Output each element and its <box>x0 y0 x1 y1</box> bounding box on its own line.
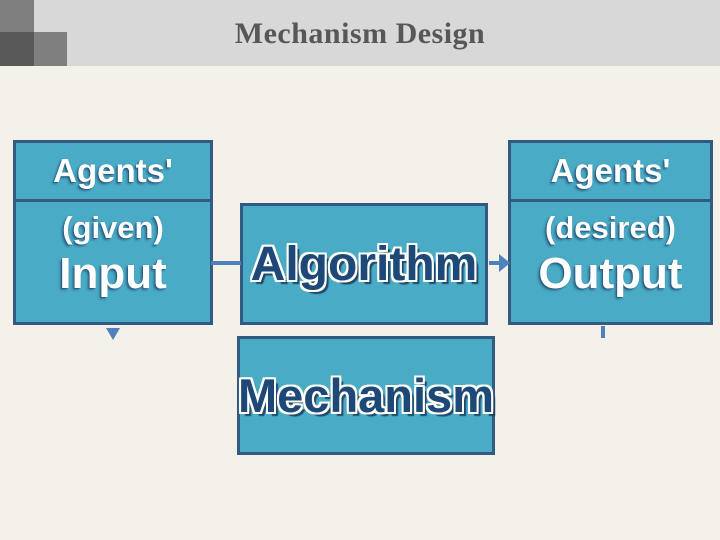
connector-algorithm-to-output <box>489 261 500 265</box>
algorithm-box-label: Algorithm <box>250 237 478 291</box>
arrow-right-icon <box>499 254 510 272</box>
input-box-header: Agents' <box>53 152 173 189</box>
input-box: Agents' (given) Input <box>13 140 213 325</box>
output-box-header: Agents' <box>550 152 671 189</box>
slide-title: Mechanism Design <box>234 17 486 50</box>
input-box-label: Input <box>59 249 167 298</box>
input-box-qualifier: (given) <box>62 210 164 245</box>
header-band: Mechanism Design <box>0 0 720 66</box>
algorithm-box: Algorithm <box>240 203 488 325</box>
output-box-qualifier: (desired) <box>545 210 676 245</box>
output-box: Agents' (desired) Output <box>508 140 713 325</box>
input-box-body-section: (given) Input <box>16 202 210 322</box>
input-box-header-section: Agents' <box>16 143 210 202</box>
connector-input-to-algorithm <box>211 261 241 265</box>
mechanism-box: Mechanism <box>237 336 495 455</box>
connector-output-stub <box>601 326 605 338</box>
decor-square-bottom <box>0 32 34 66</box>
output-box-header-section: Agents' <box>511 143 710 202</box>
arrow-down-icon <box>106 328 120 340</box>
decor-square-top <box>0 0 34 32</box>
mechanism-box-label: Mechanism <box>238 369 494 422</box>
output-box-label: Output <box>538 249 683 298</box>
output-box-body-section: (desired) Output <box>511 202 710 322</box>
decor-square-middle <box>34 32 67 66</box>
